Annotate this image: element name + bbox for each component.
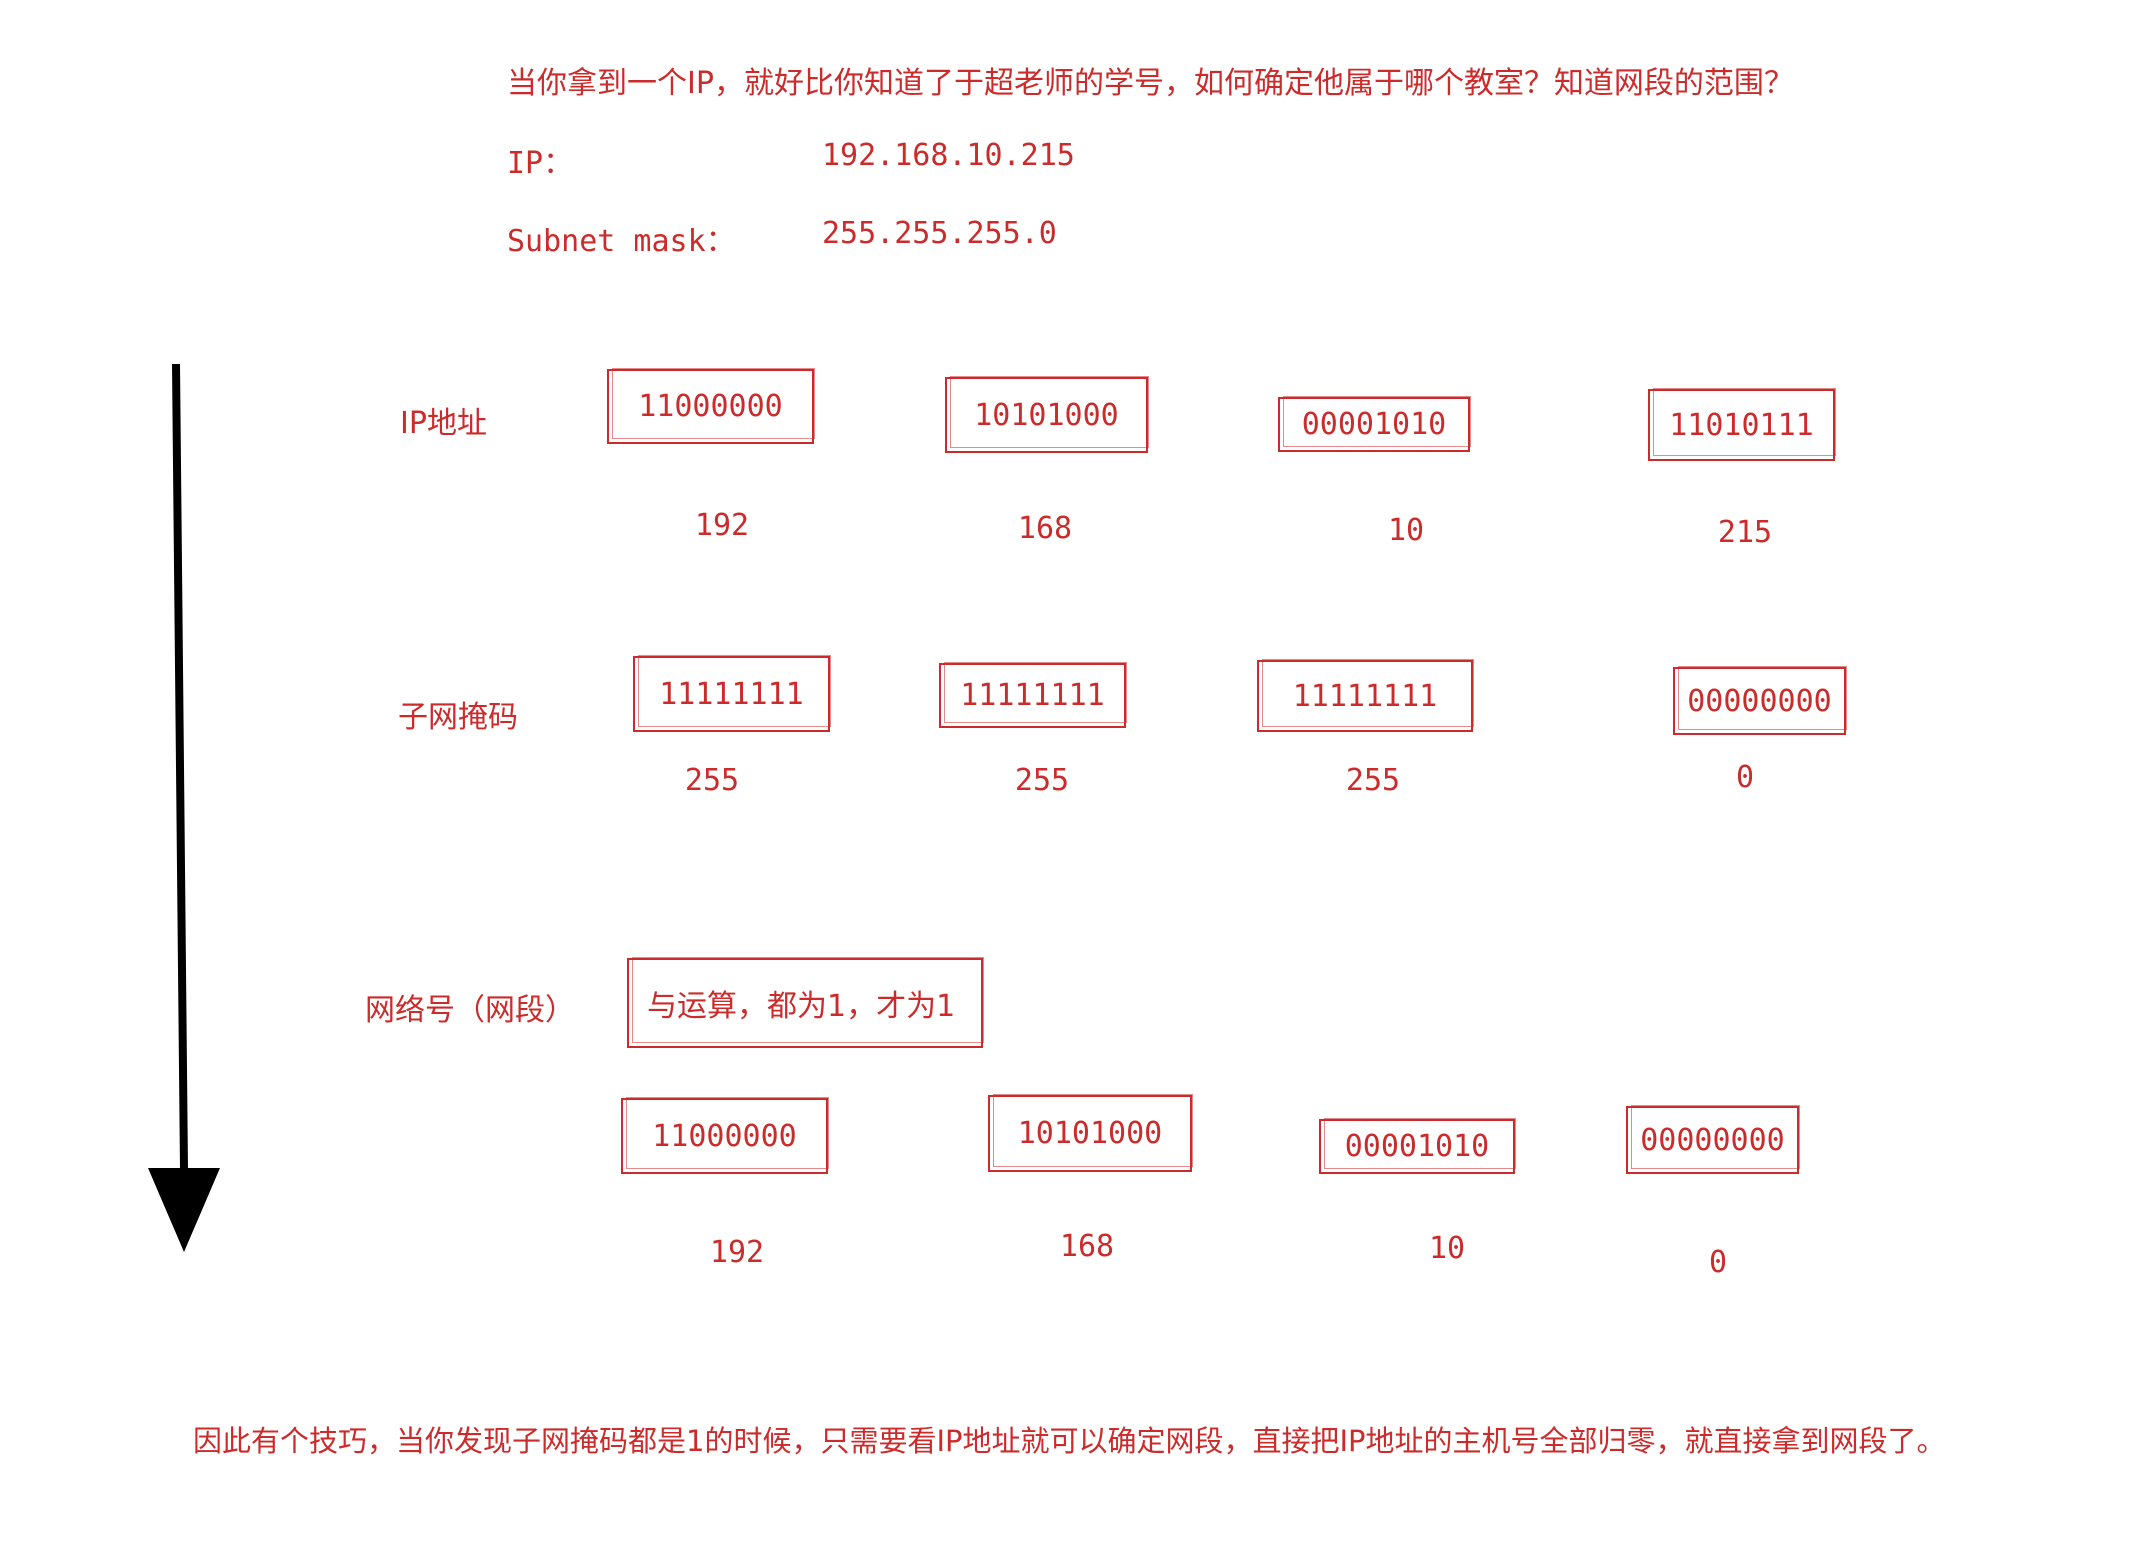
ip-octet-decimal: 10 <box>1387 513 1425 548</box>
mask-octet-decimal: 255 <box>1345 763 1401 798</box>
mask-octet-decimal: 255 <box>1014 763 1070 798</box>
ip-octet-box: 00001010 <box>1278 396 1471 452</box>
mask-octet-box: 11111111 <box>1257 659 1474 732</box>
ip-row-label: IP地址 <box>400 406 487 441</box>
mask-octet-box: 00000000 <box>1673 666 1847 735</box>
network-octet-box: 11000000 <box>621 1097 829 1174</box>
ip-octet-box: 10101000 <box>945 376 1149 453</box>
ip-value: 192.168.10.215 <box>822 138 1075 173</box>
ip-octet-decimal: 215 <box>1717 515 1773 550</box>
mask-octet-decimal: 255 <box>684 763 740 798</box>
ip-octet-decimal: 192 <box>694 508 750 543</box>
mask-label: Subnet mask： <box>507 224 736 259</box>
ip-octet-box: 11000000 <box>607 368 815 444</box>
mask-octet-decimal: 0 <box>1735 760 1755 795</box>
ip-octet-decimal: 168 <box>1017 511 1073 546</box>
and-rule-box: 与运算，都为1，才为1 <box>627 957 984 1048</box>
network-row-label: 网络号（网段） <box>365 993 575 1028</box>
ip-label: IP： <box>507 146 574 181</box>
ip-octet-box: 11010111 <box>1648 388 1836 461</box>
network-octet-decimal: 192 <box>709 1235 765 1270</box>
mask-octet-box: 11111111 <box>939 662 1127 728</box>
intro-question: 当你拿到一个IP，就好比你知道了于超老师的学号，如何确定他属于哪个教室？知道网段… <box>507 66 1794 101</box>
mask-value: 255.255.255.0 <box>822 216 1057 251</box>
network-octet-decimal: 10 <box>1428 1231 1466 1266</box>
down-arrow-icon <box>148 364 220 1252</box>
network-octet-box: 10101000 <box>988 1094 1193 1172</box>
conclusion-text: 因此有个技巧，当你发现子网掩码都是1的时候，只需要看IP地址就可以确定网段，直接… <box>193 1424 1946 1458</box>
network-octet-decimal: 0 <box>1708 1245 1728 1280</box>
network-octet-decimal: 168 <box>1059 1229 1115 1264</box>
mask-row-label: 子网掩码 <box>398 700 518 735</box>
mask-octet-box: 11111111 <box>633 655 831 732</box>
network-octet-box: 00000000 <box>1626 1105 1800 1174</box>
network-octet-box: 00001010 <box>1319 1118 1516 1174</box>
